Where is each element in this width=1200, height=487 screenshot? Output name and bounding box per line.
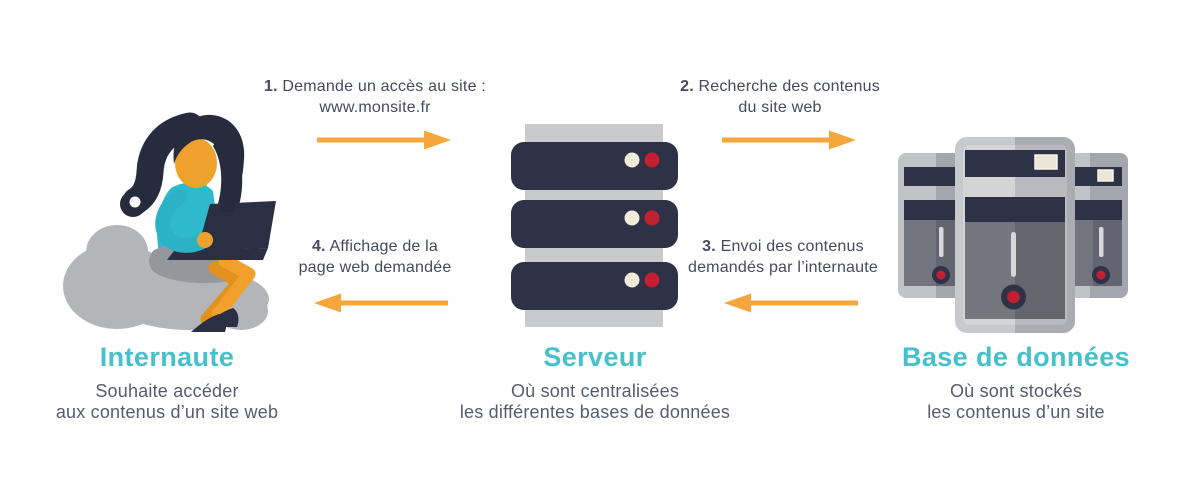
- tower-center: [955, 137, 1075, 333]
- step-2-line1: 2. Recherche des contenus: [680, 78, 880, 95]
- step-3-line2: demandés par l’internaute: [687, 259, 878, 276]
- server-unit-1: [511, 142, 678, 190]
- entity-serveur-title: Serveur: [543, 342, 647, 372]
- step-3-number: 3.: [702, 238, 716, 255]
- step-2-number: 2.: [680, 78, 694, 95]
- base-de-donnees-illustration: [898, 137, 1128, 333]
- indicator-dot-cream: [624, 152, 640, 168]
- step-2-label: 2. Recherche des contenus du site web: [655, 76, 905, 118]
- step-4-number: 4.: [311, 238, 326, 255]
- leg-front: [211, 254, 256, 321]
- indicator-dot-red: [644, 210, 660, 226]
- drive-slot: [1034, 154, 1058, 170]
- indicator-dot-red: [644, 272, 660, 288]
- arm: [155, 189, 209, 253]
- indicator-dot-cream: [624, 210, 640, 226]
- arrow-left-step-3-icon: [724, 293, 858, 313]
- face: [175, 138, 217, 188]
- tower-band: [904, 200, 968, 220]
- step-1-label: 1. Demande un accès au site : www.monsit…: [250, 76, 500, 118]
- serveur-illustration: [511, 124, 678, 327]
- entity-serveur: Serveur Où sont centralisées les différe…: [430, 342, 760, 423]
- hair-top: [173, 114, 245, 212]
- shoe-front: [203, 308, 239, 327]
- tower-slot: [1011, 232, 1016, 277]
- arrow-left-step-4-icon: [314, 293, 448, 313]
- tower-slot: [1099, 227, 1104, 257]
- tower-band: [965, 197, 1065, 222]
- step-3-line1: 3. Envoi des contenus: [702, 238, 864, 255]
- tower-band: [904, 167, 968, 186]
- laptop-screen: [197, 201, 276, 251]
- step-4-label: 4. Affichage de la page web demandée: [250, 236, 500, 278]
- entity-internaute-title: Internaute: [99, 342, 235, 372]
- step-3-label: 3. Envoi des contenus demandés par l’int…: [657, 236, 909, 278]
- step-1-line2: www.monsite.fr: [319, 99, 431, 116]
- indicator-dot-red: [644, 152, 660, 168]
- step-4-line2: page web demandée: [298, 259, 452, 276]
- tower-slot: [939, 227, 944, 257]
- step-1-line1: 1. Demande un accès au site :: [264, 78, 486, 95]
- entity-serveur-desc: Où sont centralisées les différentes bas…: [459, 381, 731, 422]
- woman-figure: [120, 112, 276, 332]
- step-1-number: 1.: [264, 78, 278, 95]
- arrow-right-step-2-icon: [722, 130, 856, 150]
- internaute-illustration: [63, 112, 276, 332]
- entity-internaute: Internaute Souhaite accéder aux contenus…: [17, 342, 317, 423]
- entity-base-de-donnees-desc: Où sont stockés les contenus d’un site: [927, 381, 1105, 422]
- server-unit-3: [511, 262, 678, 310]
- indicator-dot-cream: [624, 272, 640, 288]
- drive-slot: [1097, 169, 1114, 182]
- arrow-right-step-1-icon: [317, 130, 451, 150]
- step-4-line1: 4. Affichage de la: [311, 238, 439, 255]
- entity-base-de-donnees-title: Base de données: [901, 342, 1131, 372]
- entity-base-de-donnees: Base de données Où sont stockés les cont…: [854, 342, 1178, 423]
- entity-internaute-desc: Souhaite accéder aux contenus d’un site …: [55, 381, 279, 422]
- step-2-line2: du site web: [738, 99, 822, 116]
- server-unit-2: [511, 200, 678, 248]
- hand: [197, 232, 213, 248]
